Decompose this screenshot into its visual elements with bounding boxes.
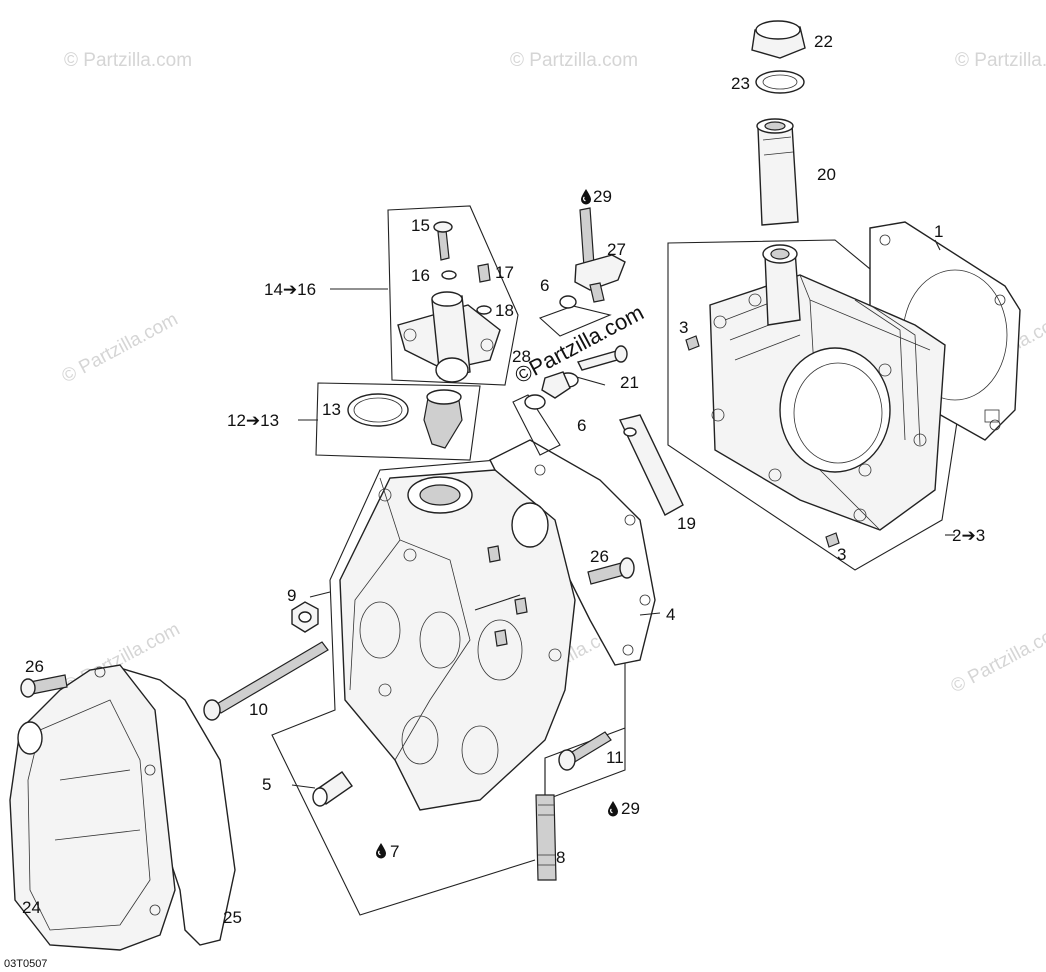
part-labels: 1 2➔3 3 3 4 5 6 6 7 8 9 10 11 12➔13 13 1… — [22, 32, 985, 927]
part-label: 11 — [606, 748, 624, 767]
nut — [291, 601, 319, 633]
bolt — [558, 731, 612, 771]
part-label: 27 — [607, 240, 626, 259]
part-label: 18 — [495, 301, 514, 320]
part-label: 4 — [666, 605, 675, 624]
part-label: 22 — [814, 32, 833, 51]
stud — [535, 794, 557, 881]
part-label: 20 — [817, 165, 836, 184]
filler-tube-assembly — [751, 20, 806, 226]
leader-lines — [291, 239, 955, 795]
part-label: 17 — [495, 263, 514, 282]
part-label: 3 — [679, 318, 688, 337]
bolt — [587, 557, 635, 585]
thermostat-kit — [298, 382, 481, 461]
part-label: 23 — [731, 74, 750, 93]
part-label: 19 — [677, 514, 696, 533]
part-label: 9 — [287, 586, 296, 605]
part-label: 3 — [837, 545, 846, 564]
part-label: 6 — [577, 416, 586, 435]
watermark: © Partzilla.com — [947, 619, 1046, 698]
part-label: 29 — [593, 187, 612, 206]
long-bolt — [203, 641, 329, 721]
part-label: 8 — [556, 848, 565, 867]
valve-cover — [9, 664, 236, 951]
plug — [312, 771, 353, 807]
part-label: 15 — [411, 216, 430, 235]
part-label: 26 — [25, 657, 44, 676]
part-label: 16 — [411, 266, 430, 285]
part-label: 25 — [223, 908, 242, 927]
part-label: 13 — [322, 400, 341, 419]
cylinder-head — [271, 439, 656, 916]
part-label: 14➔16 — [264, 280, 316, 299]
part-label: 28 — [512, 347, 531, 366]
part-label: 24 — [22, 898, 41, 917]
watermark: © Partzilla.com — [955, 50, 1046, 71]
part-label: 2➔3 — [952, 526, 985, 545]
part-label: 7 — [390, 842, 399, 861]
chain-guide — [619, 414, 684, 516]
watermark: © Partzilla.com — [58, 309, 181, 388]
part-label: 26 — [590, 547, 609, 566]
part-label: 1 — [934, 222, 943, 241]
lubricant-drop-icon — [607, 800, 619, 818]
thermostat-housing-kit — [330, 205, 519, 386]
bolt-nut-assembly — [524, 345, 628, 410]
cylinder — [667, 221, 1021, 571]
temperature-sensor — [559, 207, 626, 309]
lubricant-drop-icon — [375, 842, 387, 860]
part-label: 6 — [540, 276, 549, 295]
part-label: 21 — [620, 373, 639, 392]
part-label: 5 — [262, 775, 271, 794]
watermark: © Partzilla.com — [64, 50, 192, 71]
lubricant-drop-icon — [580, 188, 592, 206]
watermark: © Partzilla.com — [510, 50, 638, 71]
drawing-code: 03T0507 — [4, 958, 47, 970]
part-label: 12➔13 — [227, 411, 279, 430]
part-label: 29 — [621, 799, 640, 818]
part-label: 10 — [249, 700, 268, 719]
